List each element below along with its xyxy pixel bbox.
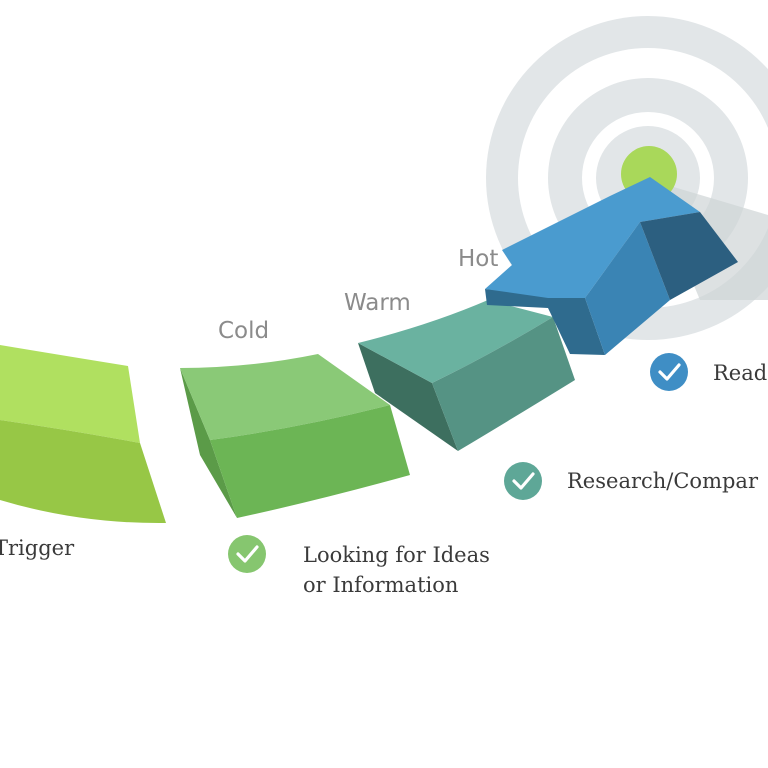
stage-block-cold xyxy=(180,354,410,518)
stage-block-hot xyxy=(485,177,738,355)
check-circle-icon xyxy=(650,353,688,391)
stage-block-warm-top xyxy=(358,300,553,383)
stage-block-cold-front xyxy=(210,405,410,518)
stage-block-hot-arrow-right xyxy=(640,212,738,300)
step-trigger-label: Trigger xyxy=(0,536,75,560)
stage-block-trigger xyxy=(0,345,166,524)
stage-block-hot-arrow-front xyxy=(585,222,670,355)
stage-block-cold-side xyxy=(180,368,237,518)
step-ready: Read xyxy=(650,353,767,391)
step-ready-label: Read xyxy=(713,361,767,385)
stage-label-warm: Warm xyxy=(344,290,411,316)
step-looking-label-line-1: Looking for Ideas xyxy=(303,543,490,567)
step-looking-for-ideas: Looking for Ideas or Information xyxy=(228,535,490,597)
stage-block-hot-arrow-side xyxy=(485,289,605,355)
check-mark-icon xyxy=(512,472,535,490)
stage-label-cold: Cold xyxy=(218,318,269,344)
check-circle-icon xyxy=(504,462,542,500)
stage-label-hot: Hot xyxy=(458,246,498,272)
check-mark-icon xyxy=(658,363,681,381)
step-trigger: Trigger xyxy=(0,536,75,560)
check-circle-icon xyxy=(228,535,266,573)
step-research-compare: Research/Compar xyxy=(504,462,759,500)
stage-block-warm-front xyxy=(432,317,575,451)
stage-block-hot-arrow-top xyxy=(485,177,700,298)
stage-block-trigger-top xyxy=(0,345,140,443)
step-looking-label-line-2: or Information xyxy=(303,573,458,597)
check-mark-icon xyxy=(236,545,259,563)
stage-block-warm-side xyxy=(358,343,458,451)
step-research-label: Research/Compar xyxy=(567,469,759,493)
stage-block-warm xyxy=(358,300,575,451)
stage-block-cold-top xyxy=(180,354,390,440)
stage-block-trigger-front xyxy=(0,420,166,524)
